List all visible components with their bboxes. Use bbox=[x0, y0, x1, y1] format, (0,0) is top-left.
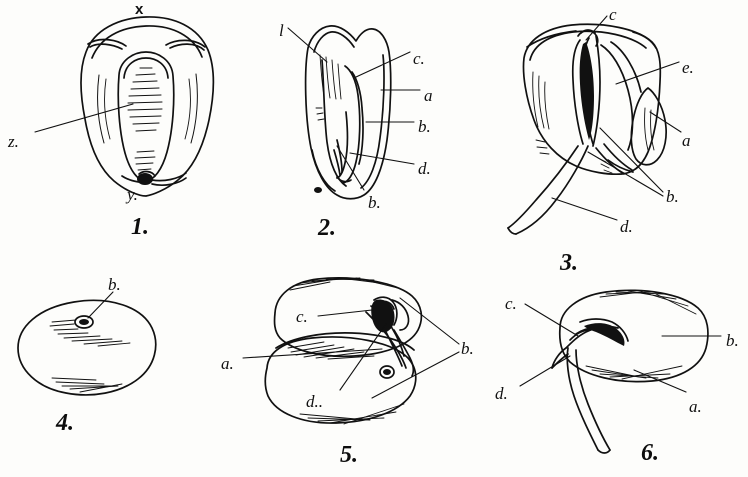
figure-6-number: 6. bbox=[641, 440, 659, 466]
figure-3-label-a: a bbox=[682, 131, 691, 150]
figure-2-label-b-upper: b. bbox=[418, 117, 431, 136]
figure-2-label-l: l bbox=[279, 21, 284, 40]
figure-2-label-a: a bbox=[424, 86, 433, 105]
figure-3-drawing bbox=[507, 15, 682, 235]
figure-2-label-b-lower: b. bbox=[368, 193, 381, 212]
figure-6-label-b: b. bbox=[726, 331, 739, 350]
figure-6-label-d: d. bbox=[495, 384, 508, 403]
figure-4-label-b: b. bbox=[108, 275, 121, 294]
figure-5-label-a: a. bbox=[221, 354, 234, 373]
figure-5-label-c: c. bbox=[296, 307, 308, 326]
figure-3-label-b: b. bbox=[666, 187, 679, 206]
figure-5-number: 5. bbox=[340, 442, 358, 468]
figure-5-drawing bbox=[242, 277, 460, 425]
figure-2-label-d: d. bbox=[418, 159, 431, 178]
figure-5-label-d: d.. bbox=[306, 392, 323, 411]
figure-1-number: 1. bbox=[131, 214, 149, 240]
figure-2-label-c: c. bbox=[413, 49, 425, 68]
figure-1-label-x: x bbox=[135, 1, 144, 18]
figure-6-drawing bbox=[519, 289, 722, 454]
figure-1-label-z: z. bbox=[8, 132, 19, 151]
figure-4-number: 4. bbox=[56, 410, 74, 436]
figure-1-drawing bbox=[34, 16, 215, 197]
figure-4-drawing bbox=[17, 291, 157, 396]
figure-3-label-c: c bbox=[609, 5, 617, 24]
figure-5-label-b: b. bbox=[461, 339, 474, 358]
figure-6-label-a: a. bbox=[689, 397, 702, 416]
figure-3-label-e: e. bbox=[682, 58, 694, 77]
figure-1-label-y: y. bbox=[127, 185, 138, 204]
figure-2-number: 2. bbox=[318, 215, 336, 241]
figure-2-drawing bbox=[287, 25, 421, 200]
figure-6-label-c: c. bbox=[505, 294, 517, 313]
figure-3-label-d: d. bbox=[620, 217, 633, 236]
figure-3-number: 3. bbox=[560, 250, 578, 276]
